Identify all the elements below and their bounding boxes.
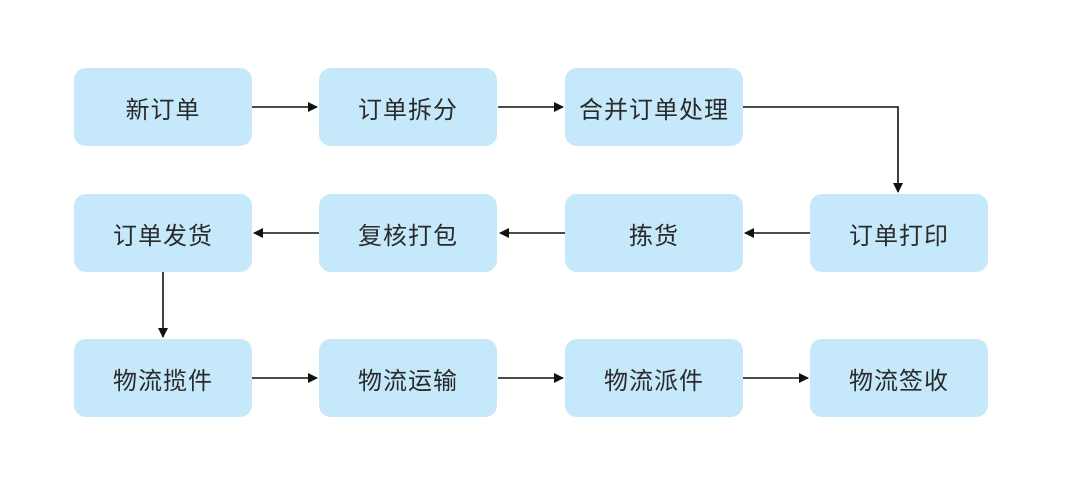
- node-review-pack: 复核打包: [319, 194, 497, 272]
- node-logistics-transport: 物流运输: [319, 339, 497, 417]
- node-new-order: 新订单: [74, 68, 252, 146]
- node-order-split: 订单拆分: [319, 68, 497, 146]
- node-merge-order: 合并订单处理: [565, 68, 743, 146]
- node-logistics-pickup: 物流揽件: [74, 339, 252, 417]
- node-order-ship: 订单发货: [74, 194, 252, 272]
- arrow-merge-order-to-order-print: [743, 106, 903, 193]
- node-logistics-sign: 物流签收: [810, 339, 988, 417]
- node-order-print: 订单打印: [810, 194, 988, 272]
- node-picking: 拣货: [565, 194, 743, 272]
- node-logistics-dispatch: 物流派件: [565, 339, 743, 417]
